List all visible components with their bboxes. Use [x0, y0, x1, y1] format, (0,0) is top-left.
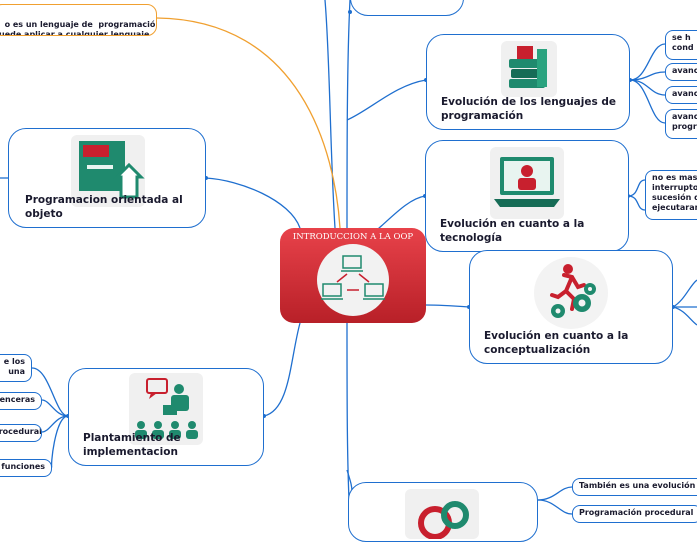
branch-orientada[interactable]: Programacion orientada al objeto — [8, 128, 206, 228]
leaf-impl-2[interactable]: enceras — [0, 392, 42, 410]
leaf-impl-3[interactable]: procedural — [0, 424, 42, 442]
leaf-text: También es una evolución con — [579, 481, 697, 490]
leaf-text: procedural — [0, 427, 42, 436]
leaf-lenguajes-4[interactable]: avanc progr — [665, 109, 697, 139]
branch-conceptualizacion[interactable]: Evolución en cuanto a la conceptualizaci… — [469, 250, 673, 364]
leaf-text: enceras — [0, 395, 35, 404]
branch-tecnologia[interactable]: Evolución en cuanto a la tecnología — [425, 140, 629, 252]
top-partial-node[interactable] — [350, 0, 464, 16]
stacked-books-icon — [501, 41, 557, 97]
leaf-lenguajes-2[interactable]: avanc — [665, 63, 697, 81]
leaf-text: avanc — [672, 66, 697, 75]
central-topic[interactable]: INTRODUCCION A LA OOP — [280, 228, 426, 323]
branch-implementacion[interactable]: Plantamiento de implementacion — [68, 368, 264, 466]
branch-lenguajes[interactable]: Evolución de los lenguajes de programaci… — [426, 34, 630, 130]
leaf-top-left[interactable]: o es un lenguaje de programación uede ap… — [0, 4, 157, 36]
central-title: INTRODUCCION A LA OOP — [292, 232, 414, 242]
leaf-lenguajes-1[interactable]: se h cond — [665, 30, 697, 60]
leaf-text: avanc progr — [672, 112, 697, 131]
leaf-text: se h cond — [672, 33, 694, 52]
branch-orientada-title: Programacion orientada al objeto — [25, 194, 183, 220]
leaf-impl-4[interactable]: funciones — [0, 459, 52, 477]
running-person-gears-icon — [534, 257, 608, 329]
branch-bottom-partial[interactable] — [348, 482, 538, 542]
gears-icon — [405, 489, 479, 540]
leaf-bottom-1[interactable]: También es una evolución con — [572, 478, 697, 496]
leaf-bottom-2[interactable]: Programación procedural — [572, 505, 697, 523]
monitor-house-icon — [71, 135, 145, 207]
leaf-lenguajes-3[interactable]: avanc — [665, 86, 697, 104]
branch-lenguajes-title: Evolución de los lenguajes de programaci… — [441, 96, 617, 122]
leaf-text: funciones — [1, 462, 45, 471]
leaf-text: Programación procedural — [579, 508, 694, 517]
presenter-audience-icon — [129, 373, 203, 445]
branch-implementacion-title: Plantamiento de implementacion — [83, 432, 181, 458]
leaf-top-left-text: o es un lenguaje de programación uede ap… — [0, 20, 157, 36]
branch-tecnologia-title: Evolución en cuanto a la tecnología — [440, 218, 585, 244]
branch-conceptualizacion-title: Evolución en cuanto a la conceptualizaci… — [484, 330, 629, 356]
leaf-text: avanc — [672, 89, 697, 98]
leaf-impl-1[interactable]: e los una — [0, 354, 32, 382]
network-computers-icon — [317, 244, 389, 316]
laptop-user-icon — [490, 147, 564, 219]
leaf-tecnologia-1[interactable]: no es mas c interruptor sucesión de ejec… — [645, 170, 697, 220]
leaf-text: no es mas c interruptor sucesión de ejec… — [652, 173, 697, 212]
leaf-text: e los una — [3, 357, 25, 376]
